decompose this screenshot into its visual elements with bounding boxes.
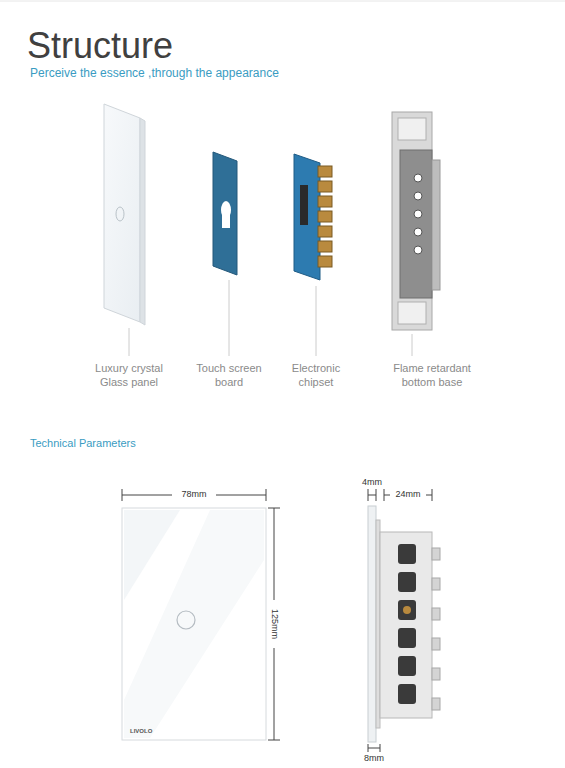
terminal	[414, 174, 422, 182]
touch-board	[213, 152, 237, 275]
dimension-side	[368, 489, 432, 752]
relay-block	[318, 226, 332, 237]
dim-line	[216, 495, 266, 496]
chip	[300, 185, 308, 225]
dim-line	[426, 495, 432, 496]
glass-reflection	[124, 510, 264, 738]
dim-line	[368, 748, 380, 749]
terminals	[414, 174, 422, 254]
side-base	[380, 532, 432, 718]
dim-line	[274, 648, 275, 740]
side-terminals	[398, 544, 416, 704]
leader-line	[229, 280, 230, 356]
dimension-label: 4mm	[360, 478, 384, 488]
part-name: Flame retardant bottom base	[384, 361, 480, 390]
base-body	[400, 150, 432, 298]
front-panel	[122, 508, 266, 740]
chipset-board	[294, 154, 320, 280]
relay-block	[318, 196, 332, 207]
dim-line	[368, 495, 376, 496]
terminal-screw	[403, 606, 411, 614]
terminal-block	[398, 600, 416, 620]
side-frame	[376, 520, 380, 728]
terminal	[414, 246, 422, 254]
part-name: Electronic chipset	[274, 361, 358, 390]
relay-block	[318, 211, 332, 222]
glass-edge	[140, 118, 145, 325]
terminal-block	[398, 544, 416, 564]
part-name: Touch screen board	[187, 361, 271, 390]
terminal	[414, 210, 422, 218]
base-frame	[392, 112, 432, 330]
dimension-label: 8mm	[362, 754, 386, 764]
top-rule	[0, 1, 565, 2]
glass-panel	[104, 104, 140, 322]
relay-block	[318, 256, 332, 267]
part-name: Luxury crystal Glass panel	[87, 361, 171, 390]
relay-block	[318, 181, 332, 192]
brand-logo: LIVOLO	[130, 728, 152, 736]
tooth	[432, 698, 440, 710]
mount-tab	[398, 302, 426, 324]
tooth	[432, 608, 440, 620]
relay-block	[318, 166, 332, 177]
leader-line	[316, 286, 317, 356]
side-teeth	[432, 548, 440, 710]
leader-line	[129, 328, 130, 356]
tooth	[432, 548, 440, 560]
tooth	[432, 668, 440, 680]
dim-line	[384, 495, 390, 496]
terminal	[414, 228, 422, 236]
dimension-label: 78mm	[179, 490, 208, 500]
dim-line	[274, 508, 275, 600]
leader-line	[412, 334, 413, 356]
leader-lines	[129, 280, 412, 356]
terminal-block	[398, 684, 416, 704]
terminal-block	[398, 572, 416, 592]
heading-label: Perceive the essence ,through the appear…	[30, 66, 279, 82]
dimension-label: 125mm	[269, 607, 279, 641]
relay-block	[318, 241, 332, 252]
touch-pad-stem	[222, 214, 230, 228]
terminal-block	[398, 656, 416, 676]
terminal-block	[398, 628, 416, 648]
page-title: Structure	[27, 26, 173, 66]
heading-label: Technical Parameters	[30, 436, 136, 450]
relay-blocks	[318, 166, 332, 267]
base-side	[432, 160, 440, 290]
dimension-label: 24mm	[393, 490, 422, 500]
touch-button	[177, 611, 195, 629]
mount-tab	[398, 118, 426, 140]
terminal	[414, 192, 422, 200]
dimension-125	[268, 508, 280, 740]
tooth	[432, 638, 440, 650]
touch-button	[116, 207, 124, 221]
dim-line	[122, 495, 172, 496]
glass-reflection	[124, 510, 180, 600]
side-glass	[368, 506, 376, 742]
tooth	[432, 578, 440, 590]
dimension-78	[122, 489, 266, 501]
